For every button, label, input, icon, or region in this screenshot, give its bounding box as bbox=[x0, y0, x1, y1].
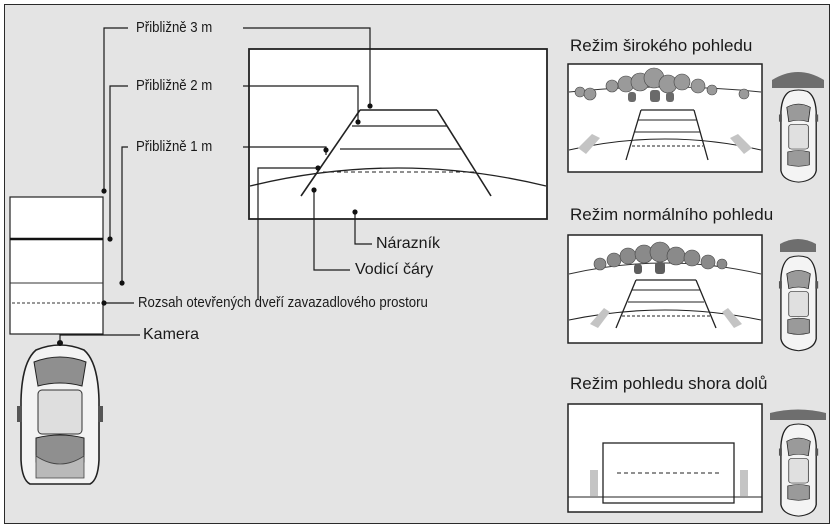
label-approx-3m: Přibližně 3 m bbox=[136, 19, 213, 36]
top-view-car bbox=[770, 409, 826, 517]
camera-view-screen bbox=[248, 48, 548, 220]
title-wide-view: Režim širokého pohledu bbox=[570, 36, 753, 55]
rear-car-illustration bbox=[17, 340, 103, 485]
wide-view-screen bbox=[567, 63, 763, 173]
top-view-screen bbox=[567, 403, 763, 513]
leader-lines-center bbox=[243, 27, 372, 300]
leader-lines-left bbox=[59, 27, 140, 343]
label-tailgate-range: Rozsah otevřených dveří zavazadlového pr… bbox=[138, 294, 428, 311]
label-camera: Kamera bbox=[143, 326, 200, 343]
normal-view-car bbox=[778, 239, 819, 352]
label-bumper: Nárazník bbox=[376, 235, 441, 252]
label-guide-lines: Vodicí čáry bbox=[355, 261, 434, 278]
title-normal-view: Režim normálního pohledu bbox=[570, 205, 774, 224]
label-approx-2m: Přibližně 2 m bbox=[136, 77, 213, 94]
normal-view-screen bbox=[567, 234, 763, 344]
distance-zone-box bbox=[9, 196, 104, 335]
title-top-view: Režim pohledu shora dolů bbox=[570, 374, 768, 393]
label-approx-1m: Přibližně 1 m bbox=[136, 138, 213, 155]
wide-view-car bbox=[772, 72, 824, 183]
